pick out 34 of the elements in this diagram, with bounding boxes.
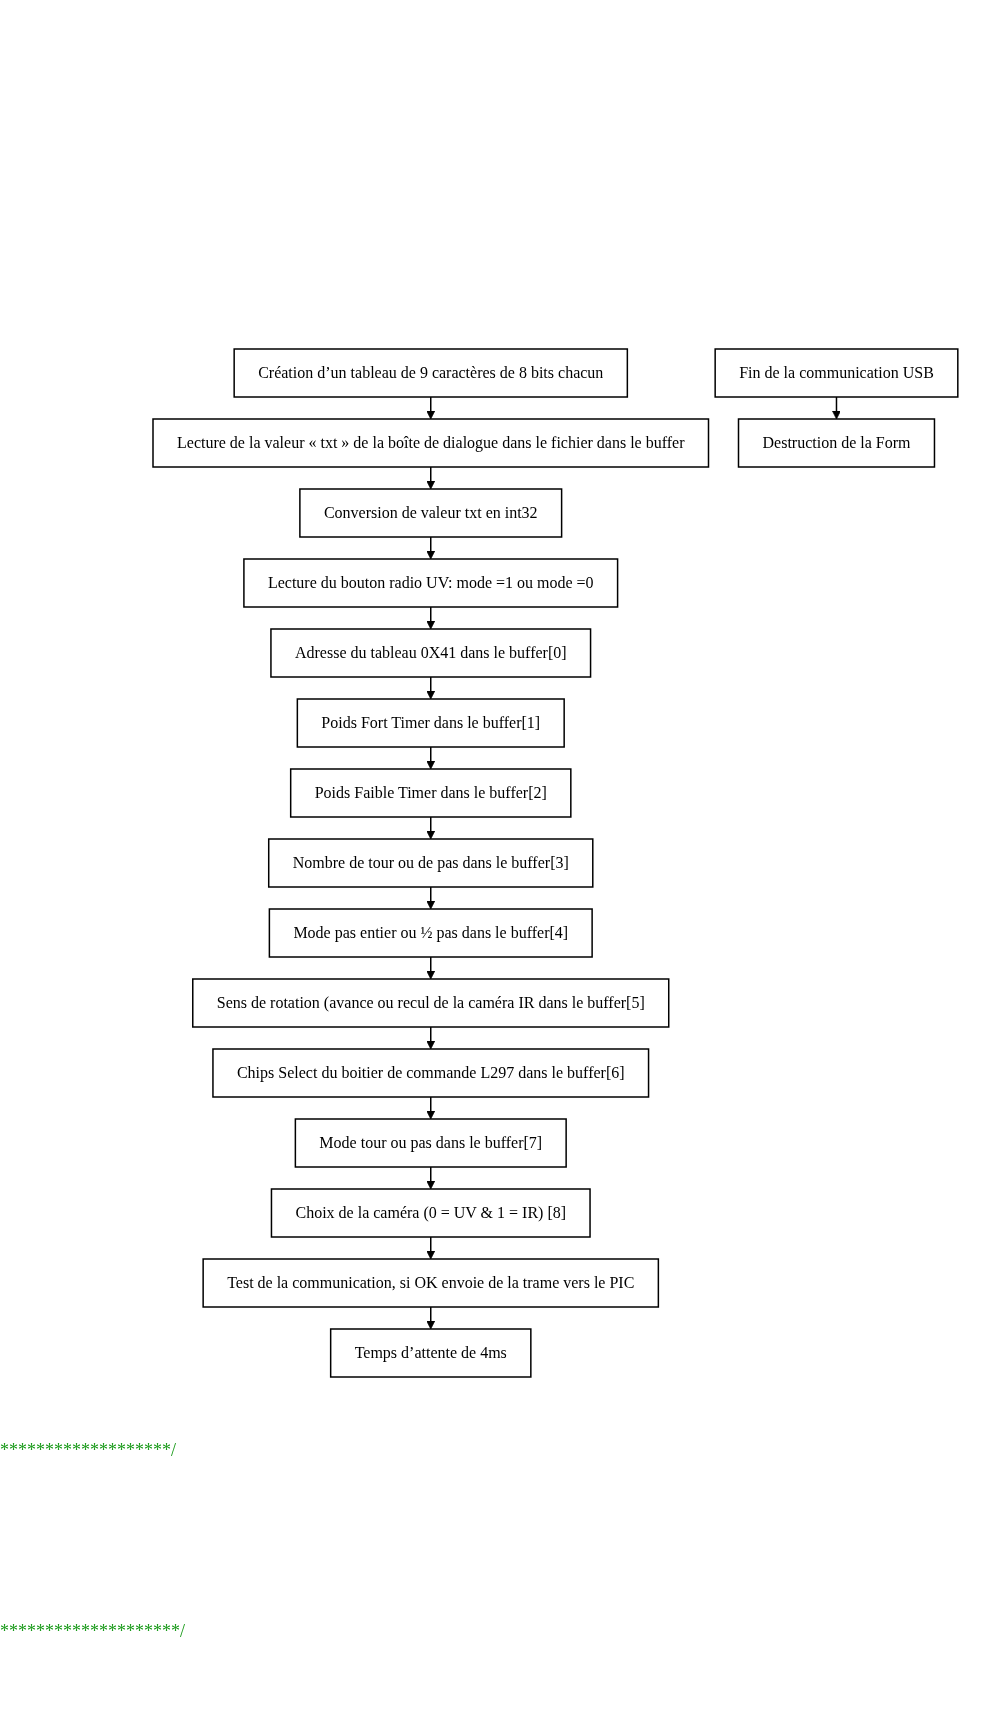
node-box: Temps d’attente de 4ms <box>329 1328 532 1378</box>
arrow <box>425 466 435 490</box>
node-box: Conversion de valeur txt en int32 <box>298 488 562 538</box>
arrow <box>425 536 435 560</box>
arrow <box>425 956 435 980</box>
node-box: Sens de rotation (avance ou recul de la caméra IR dans le buffer[5] <box>191 978 670 1028</box>
arrow <box>425 1096 435 1120</box>
node-box: Choix de la caméra (0 = UV & 1 = IR) [8] <box>270 1188 591 1238</box>
node-box: Création d’un tableau de 9 caractères de 8 bits chacun <box>233 348 628 398</box>
arrow <box>425 886 435 910</box>
code-comment: ********************/ <box>0 1621 186 1642</box>
node-box: Mode tour ou pas dans le buffer[7] <box>294 1118 567 1168</box>
arrow <box>425 1306 435 1330</box>
arrow <box>425 1166 435 1190</box>
code-comment: *******************/ <box>0 1440 177 1461</box>
node-box: Fin de la communication USB <box>714 348 959 398</box>
node-box: Lecture du bouton radio UV: mode =1 ou mode =0 <box>242 558 618 608</box>
arrow <box>425 606 435 630</box>
node-box: Nombre de tour ou de pas dans le buffer[3] <box>267 838 594 888</box>
node-box: Lecture de la valeur « txt » de la boîte de dialogue dans le fichier dans le buffer <box>151 418 709 468</box>
node-box: Test de la communication, si OK envoie de la trame vers le PIC <box>202 1258 659 1308</box>
node-box: Mode pas entier ou ½ pas dans le buffer[4] <box>268 908 593 958</box>
arrow <box>425 1236 435 1260</box>
node-box: Chips Select du boitier de commande L297 dans le buffer[6] <box>211 1048 649 1098</box>
arrow <box>425 396 435 420</box>
arrow <box>425 816 435 840</box>
arrow <box>425 1026 435 1050</box>
arrow <box>831 396 841 420</box>
node-box: Adresse du tableau 0X41 dans le buffer[0] <box>269 628 591 678</box>
arrow <box>425 746 435 770</box>
node-box: Poids Faible Timer dans le buffer[2] <box>289 768 572 818</box>
node-box: Poids Fort Timer dans le buffer[1] <box>296 698 565 748</box>
node-box: Destruction de la Form <box>737 418 935 468</box>
arrow <box>425 676 435 700</box>
